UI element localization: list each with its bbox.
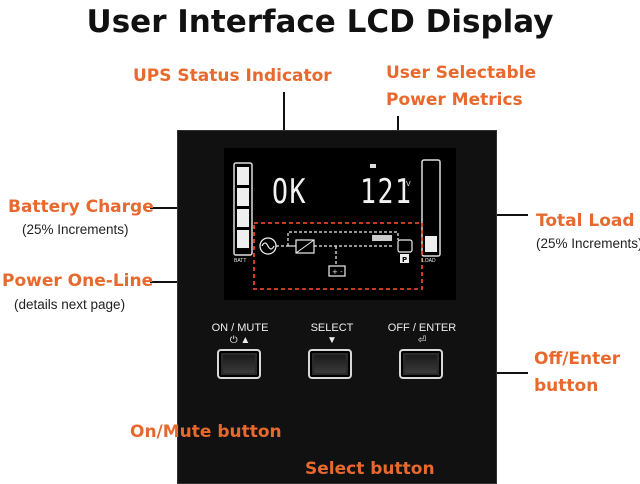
battery-segment-3 xyxy=(237,209,249,227)
callout-power-one-line: Power One-Line xyxy=(2,271,154,291)
callout-ups-status: UPS Status Indicator xyxy=(133,66,332,86)
bypass-label-block xyxy=(372,235,392,241)
metric-value: 121 xyxy=(360,172,413,212)
battery-segment-1 xyxy=(237,167,249,185)
load-gauge-frame xyxy=(421,159,441,257)
outlet-p-icon xyxy=(400,254,409,263)
battery-segment-2 xyxy=(237,188,249,206)
callout-total-load: Total Load xyxy=(536,211,635,231)
power-one-line-box xyxy=(253,222,423,290)
lcd-battery-icon xyxy=(328,265,346,277)
on-mute-button[interactable] xyxy=(217,349,261,379)
off-enter-button[interactable] xyxy=(399,349,443,379)
metric-unit: V xyxy=(406,181,411,188)
select-label: SELECT xyxy=(310,322,354,334)
callout-battery-charge: Battery Charge xyxy=(8,197,154,217)
callout-on-mute: On/Mute button xyxy=(130,422,282,442)
off-enter-symbol: ⏎ xyxy=(417,335,427,346)
callout-off-enter-line1: Off/Enter xyxy=(534,349,621,369)
callout-off-enter-line2: button xyxy=(534,376,599,396)
battery-label: BATT xyxy=(234,258,247,264)
on-mute-label: ON / MUTE xyxy=(211,322,269,334)
svg-text:P: P xyxy=(402,256,407,264)
note-power-one-line: (details next page) xyxy=(14,297,126,312)
page-title: User Interface LCD Display xyxy=(86,4,554,40)
callout-select: Select button xyxy=(305,459,435,479)
load-label: LOAD xyxy=(422,258,436,264)
outlet-icon xyxy=(397,239,413,253)
lcd-graphics: + - P xyxy=(233,159,441,290)
battery-segment-4 xyxy=(237,230,249,248)
select-button[interactable] xyxy=(308,349,352,379)
ups-status-text: OK xyxy=(272,172,308,212)
select-symbol: ▼ xyxy=(327,335,337,346)
svg-text:+ -: + - xyxy=(332,268,343,276)
callout-power-metrics-line2: Power Metrics xyxy=(386,90,523,110)
note-battery-charge: (25% Increments) xyxy=(22,222,129,237)
off-enter-label: OFF / ENTER xyxy=(387,322,457,334)
lcd-screen: + - P OK 121 V BATT LOAD xyxy=(224,148,456,300)
note-total-load: (25% Increments) xyxy=(536,236,640,251)
bypass-path xyxy=(276,231,399,247)
load-segment-1 xyxy=(425,236,437,252)
metric-indicator xyxy=(370,164,376,168)
on-mute-symbol: ⏻ ▲ xyxy=(229,335,251,346)
callout-power-metrics-line1: User Selectable xyxy=(386,63,537,83)
battery-gauge-frame xyxy=(233,162,253,256)
